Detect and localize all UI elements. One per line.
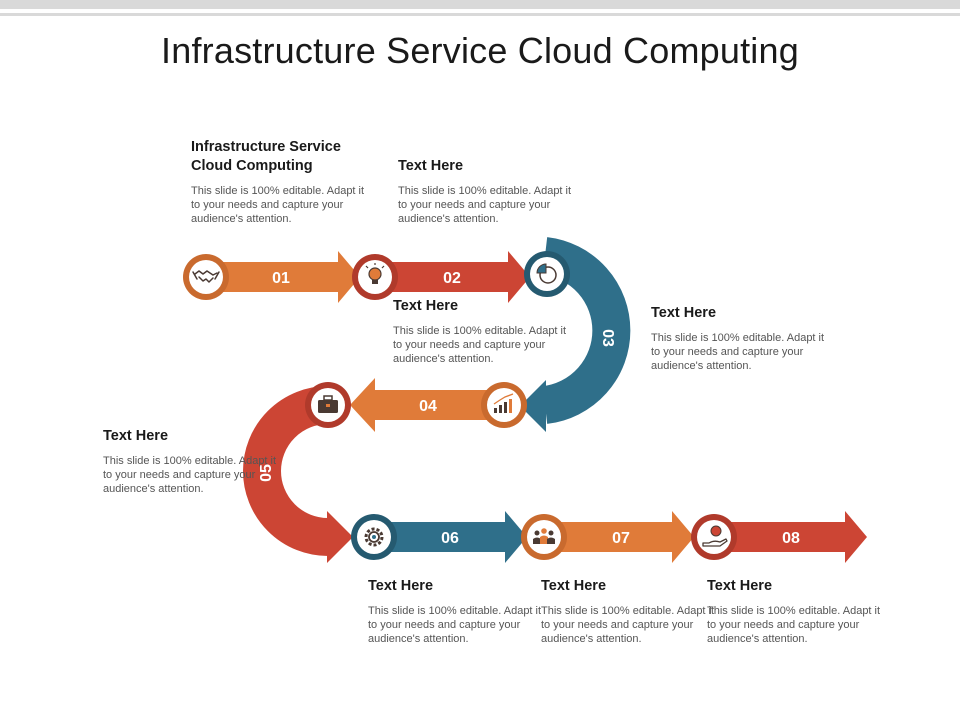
step-heading-03: Text Here — [651, 305, 717, 321]
step-body-06: This slide is 100% editable. Adapt it to… — [368, 605, 542, 645]
step-node-02 — [352, 254, 398, 300]
growth-chart-icon — [493, 393, 514, 413]
step-node-07 — [521, 514, 567, 560]
step-heading-01: Infrastructure Service Cloud Computing — [191, 139, 341, 174]
arrow-head-05 — [327, 511, 353, 563]
step-node-05 — [305, 382, 351, 428]
step-heading-06: Text Here — [368, 578, 434, 594]
arrow-segment-06 — [373, 511, 527, 563]
arrow-segment-08 — [713, 511, 867, 563]
text-block-02: Text Here This slide is 100% editable. A… — [398, 157, 573, 226]
top-decor-line — [0, 13, 960, 16]
briefcase-icon — [318, 395, 338, 413]
text-block-08: Text Here This slide is 100% editable. A… — [707, 577, 882, 646]
lightbulb-icon — [365, 263, 385, 284]
handshake-icon — [192, 270, 220, 283]
step-number-04: 04 — [419, 398, 437, 415]
step-number-06: 06 — [441, 530, 459, 547]
arrow-segment-01 — [205, 251, 360, 303]
slide-title: Infrastructure Service Cloud Computing — [161, 30, 799, 71]
step-body-07: This slide is 100% editable. Adapt it to… — [541, 605, 715, 645]
text-block-01: Infrastructure Service Cloud Computing T… — [191, 138, 371, 226]
step-node-06 — [351, 514, 397, 560]
step-body-05: This slide is 100% editable. Adapt it to… — [103, 455, 277, 495]
step-number-08: 08 — [782, 530, 800, 547]
step-number-07: 07 — [612, 530, 630, 547]
step-body-02: This slide is 100% editable. Adapt it to… — [398, 185, 572, 225]
step-node-08 — [691, 514, 737, 560]
arrow-segment-05 — [243, 386, 329, 556]
step-heading-07: Text Here — [541, 578, 607, 594]
step-number-03: 03 — [599, 329, 616, 347]
arrow-segment-07 — [543, 511, 694, 563]
arrow-segment-04 — [350, 378, 505, 432]
arrow-head-03 — [520, 380, 546, 432]
top-decor-bar — [0, 0, 960, 9]
arrow-segment-02 — [375, 251, 530, 303]
step-heading-08: Text Here — [707, 578, 773, 594]
gear-icon — [364, 527, 384, 547]
step-body-04: This slide is 100% editable. Adapt it to… — [393, 325, 567, 365]
text-block-03: Text Here This slide is 100% editable. A… — [651, 304, 826, 373]
team-icon — [533, 528, 555, 544]
step-body-01: This slide is 100% editable. Adapt it to… — [191, 185, 365, 225]
arrow-segment-03 — [542, 237, 631, 424]
text-block-07: Text Here This slide is 100% editable. A… — [541, 577, 716, 646]
step-heading-02: Text Here — [398, 158, 464, 174]
step-node-01 — [183, 254, 229, 300]
hand-money-icon — [702, 525, 728, 547]
step-node-04 — [481, 382, 527, 428]
step-number-02: 02 — [443, 270, 461, 287]
step-number-01: 01 — [272, 270, 290, 287]
step-heading-05: Text Here — [103, 428, 169, 444]
text-block-06: Text Here This slide is 100% editable. A… — [368, 577, 543, 646]
text-block-04: Text Here This slide is 100% editable. A… — [393, 297, 568, 366]
step-heading-04: Text Here — [393, 298, 459, 314]
step-body-03: This slide is 100% editable. Adapt it to… — [651, 332, 825, 372]
step-number-05: 05 — [258, 464, 275, 482]
step-body-08: This slide is 100% editable. Adapt it to… — [707, 605, 881, 645]
step-node-03 — [524, 251, 570, 297]
pie-chart-icon — [536, 263, 557, 284]
text-block-05: Text Here This slide is 100% editable. A… — [103, 427, 278, 496]
